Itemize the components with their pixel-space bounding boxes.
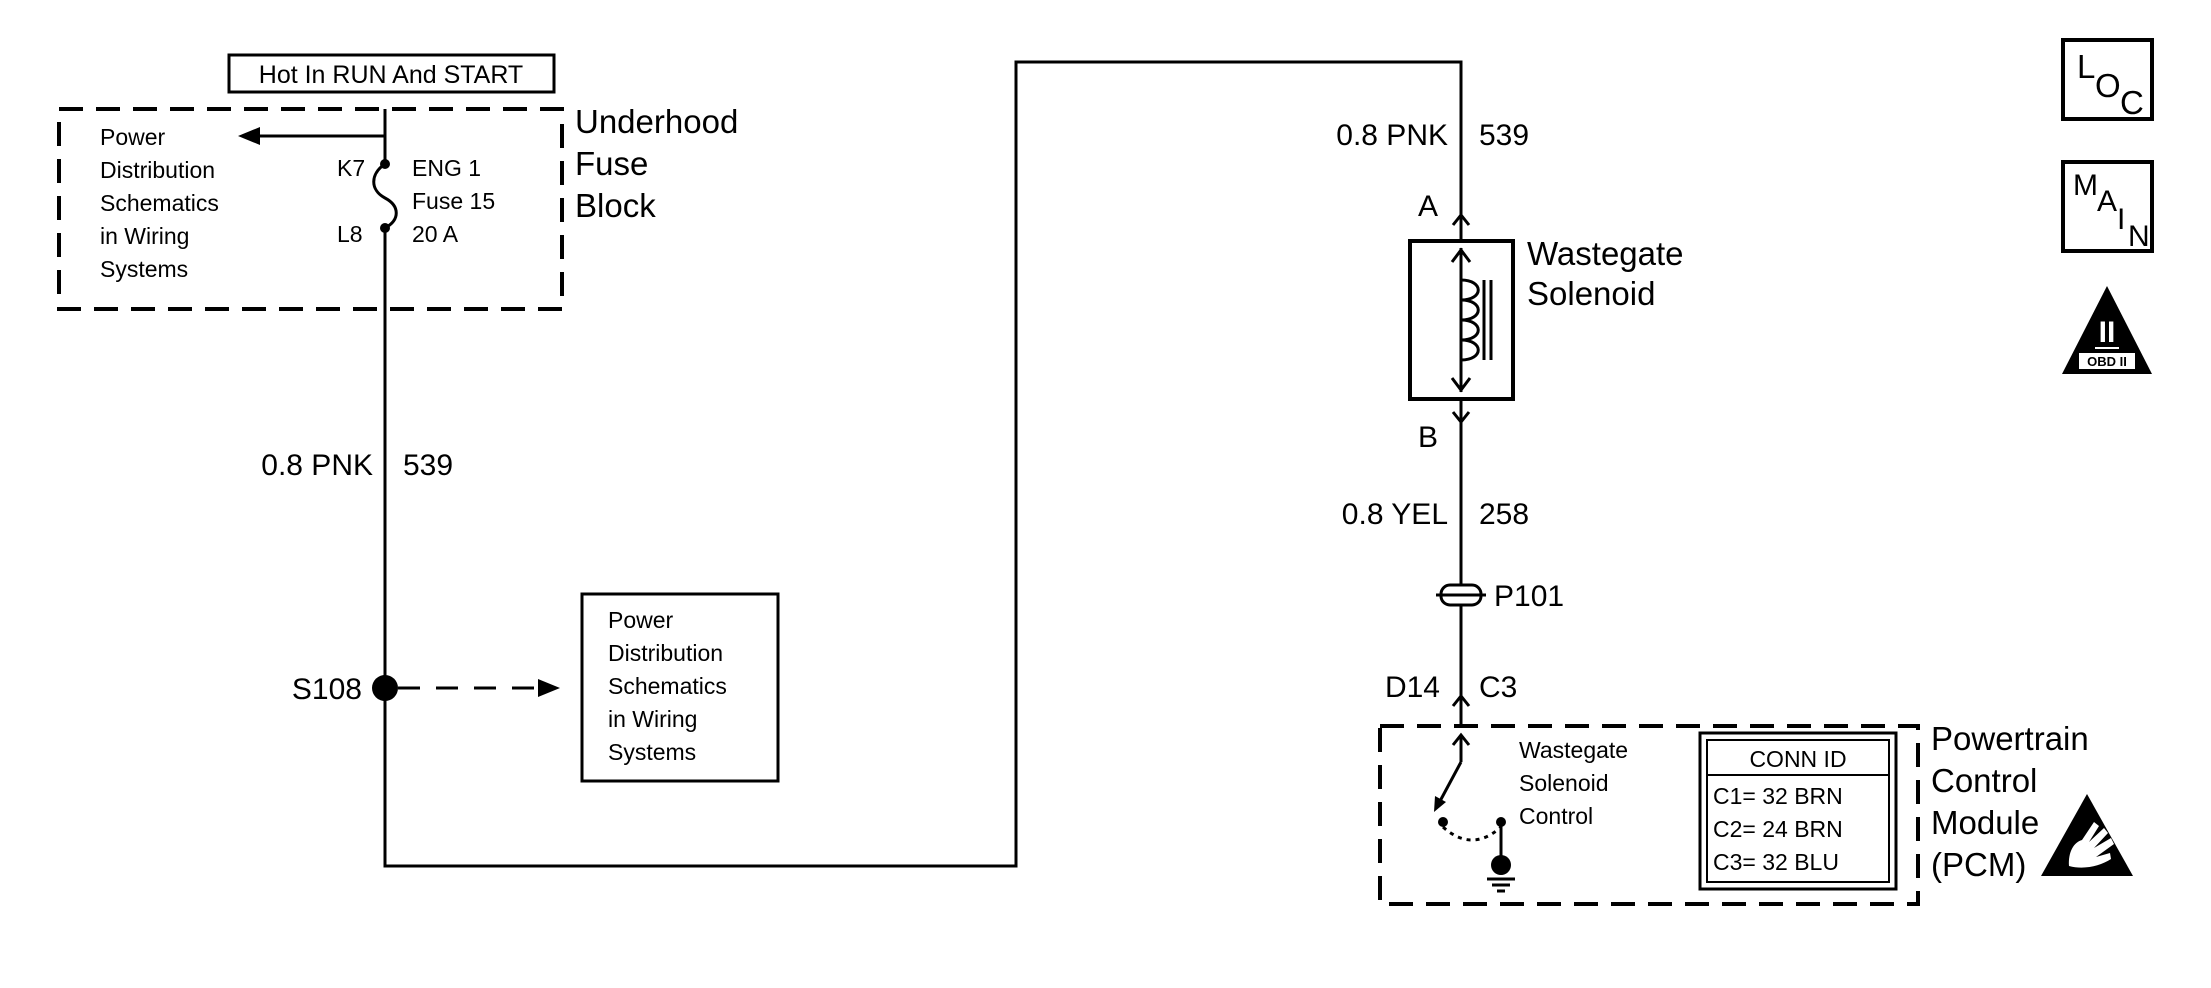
p101-label: P101 — [1494, 580, 1564, 613]
pcm-pin-d14-label: D14 — [1385, 671, 1440, 704]
pcm-title-line4: (PCM) — [1931, 846, 2026, 883]
top-right-wire-gauge-color: 0.8 PNK — [1336, 119, 1448, 152]
obd-ii-icon[interactable] — [2062, 286, 2152, 374]
obd-ii-label: OBD II — [2087, 354, 2127, 369]
conn-id-title: CONN ID — [1749, 746, 1846, 772]
fuse-block-title-line1: Underhood — [575, 103, 738, 140]
pcm-switch-dotted-link — [1441, 825, 1503, 842]
left-wire-circuit: 539 — [403, 449, 453, 482]
splice-ref-box — [580, 592, 780, 783]
splice-ref-line3: Schematics — [608, 673, 727, 699]
solenoid-inner-arrow-top — [1450, 247, 1472, 263]
top-right-wire-circuit: 539 — [1479, 119, 1529, 152]
fuse-ref-line5: Systems — [100, 256, 188, 282]
loc-icon[interactable] — [2061, 38, 2154, 121]
pnk-539-wire — [383, 60, 1463, 868]
pcm-switch-contact-left — [1438, 817, 1448, 827]
pcm-title-line2: Control — [1931, 762, 2037, 799]
wastegate-control-switch — [1437, 761, 1463, 804]
wastegate-control-switch-arrowhead — [1434, 796, 1446, 812]
hot-in-header-box — [227, 53, 556, 94]
fuse-symbol — [372, 162, 398, 230]
solenoid-title-line2: Solenoid — [1527, 275, 1655, 312]
pcm-pin-connector-symbol — [1451, 693, 1471, 707]
pcm-control-line3: Control — [1519, 803, 1593, 829]
main-icon-letter-m: M — [2073, 169, 2098, 202]
pcm-control-line1: Wastegate — [1519, 737, 1628, 763]
main-icon-letter-i: I — [2117, 203, 2125, 236]
pcm-title-line1: Powertrain — [1931, 720, 2089, 757]
conn-id-row-c1: C1= 32 BRN — [1713, 783, 1843, 809]
solenoid-inner-arrow-bottom — [1450, 377, 1472, 393]
fuse-name-line1: ENG 1 — [412, 155, 481, 181]
conn-id-inner-box — [1706, 739, 1890, 883]
splice-ref-line1: Power — [608, 607, 674, 633]
yel-wire-circuit: 258 — [1479, 498, 1529, 531]
fuse-ref-line1: Power — [100, 124, 166, 150]
loc-icon-letter-c: C — [2120, 84, 2144, 121]
splice-ref-line2: Distribution — [608, 640, 723, 666]
solenoid-coil-icon — [1460, 278, 1480, 362]
pcm-outline — [1378, 724, 1920, 906]
fuse-name-line2: Fuse 15 — [412, 188, 495, 214]
loc-icon-letter-l: L — [2077, 48, 2095, 85]
loc-icon-letter-o: O — [2095, 67, 2121, 104]
splice-ref-arrowhead — [538, 679, 560, 697]
underhood-fuse-block-outline — [57, 107, 564, 311]
solenoid-pin-b-connector-symbol — [1451, 411, 1471, 425]
fuse-block-title-line2: Fuse — [575, 145, 648, 182]
left-wire-gauge-color: 0.8 PNK — [261, 449, 373, 482]
yel-wire-gauge-color: 0.8 YEL — [1342, 498, 1448, 531]
pcm-control-line2: Solenoid — [1519, 770, 1609, 796]
main-icon[interactable] — [2061, 160, 2154, 253]
splice-s108-label: S108 — [292, 673, 362, 706]
splice-ref-line4: in Wiring — [608, 706, 697, 732]
pcm-title-line3: Module — [1931, 804, 2039, 841]
obd-ii-numeral: II — [2099, 316, 2116, 349]
fuse-ref-arrowhead — [238, 127, 260, 145]
fuse-pin-k7-label: K7 — [337, 155, 365, 181]
fuse-ref-line4: in Wiring — [100, 223, 189, 249]
conn-id-row-c3: C3= 32 BLU — [1713, 849, 1839, 875]
pcm-pin-c3-label: C3 — [1479, 671, 1517, 704]
splice-s108-dot — [372, 675, 398, 701]
fuse-pin-l8-label: L8 — [337, 221, 363, 247]
conn-id-row-c2: C2= 24 BRN — [1713, 816, 1843, 842]
hot-in-header-label: Hot In RUN And START — [259, 61, 523, 89]
fuse-ref-line3: Schematics — [100, 190, 219, 216]
obd-ii-label-box — [2079, 353, 2135, 369]
main-icon-letter-n: N — [2128, 220, 2150, 253]
solenoid-title-line1: Wastegate — [1527, 235, 1684, 272]
fuse-block-title-line3: Block — [575, 187, 656, 224]
splice-ref-line5: Systems — [608, 739, 696, 765]
fuse-ref-line2: Distribution — [100, 157, 215, 183]
solenoid-pin-a-label: A — [1418, 190, 1438, 223]
main-icon-letter-a: A — [2097, 185, 2117, 218]
esd-hand-icon — [2068, 822, 2114, 868]
solenoid-pin-b-label: B — [1418, 421, 1438, 454]
pcm-ground-dot — [1491, 855, 1511, 875]
fuse-name-line3: 20 A — [412, 221, 459, 247]
